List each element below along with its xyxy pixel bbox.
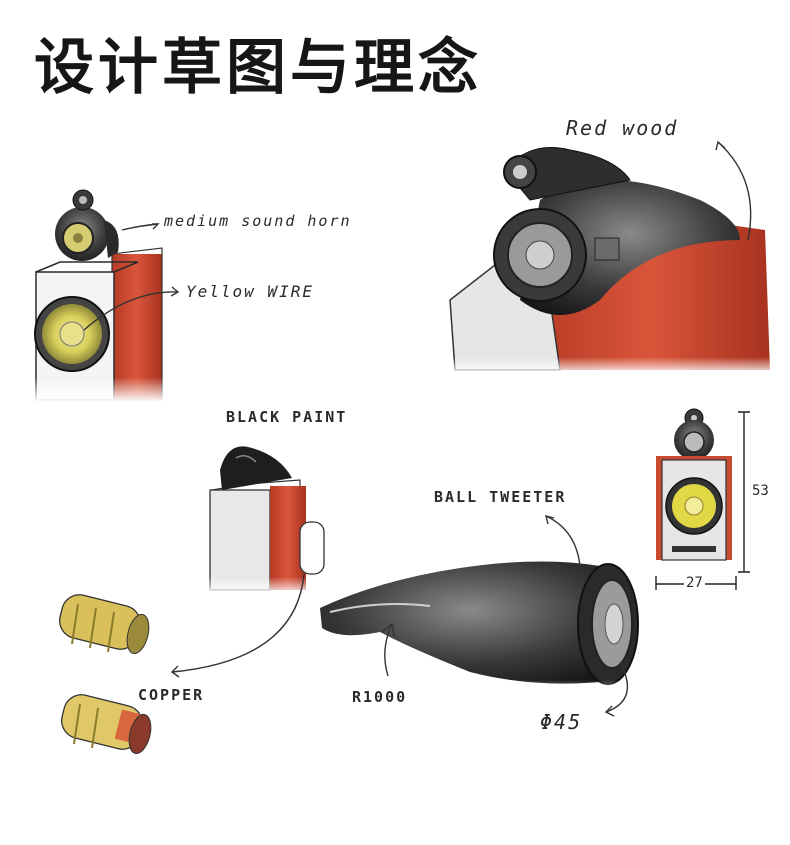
label-width-dimension: 27 xyxy=(684,576,705,590)
label-yellow-wire: Yellow WIRE xyxy=(186,284,314,300)
dimensioned-speaker-sketch xyxy=(656,409,732,560)
ball-tweeter-sketch xyxy=(320,561,640,700)
cabinet-sketch xyxy=(205,446,335,595)
label-ball-tweeter: BALL TWEETER xyxy=(434,490,566,505)
copper-terminal-1 xyxy=(56,591,153,656)
label-red-wood: Red wood xyxy=(566,118,678,138)
label-black-paint: BLACK PAINT xyxy=(226,410,347,425)
label-r1000: R1000 xyxy=(352,690,407,705)
label-diameter: Φ45 xyxy=(540,712,582,732)
label-medium-sound-horn: medium sound horn xyxy=(164,214,352,229)
speaker-sketch-closeup xyxy=(440,148,780,376)
speaker-sketch-front xyxy=(30,190,170,402)
label-height-dimension: 53 xyxy=(752,484,769,498)
label-copper: COPPER xyxy=(138,688,204,703)
